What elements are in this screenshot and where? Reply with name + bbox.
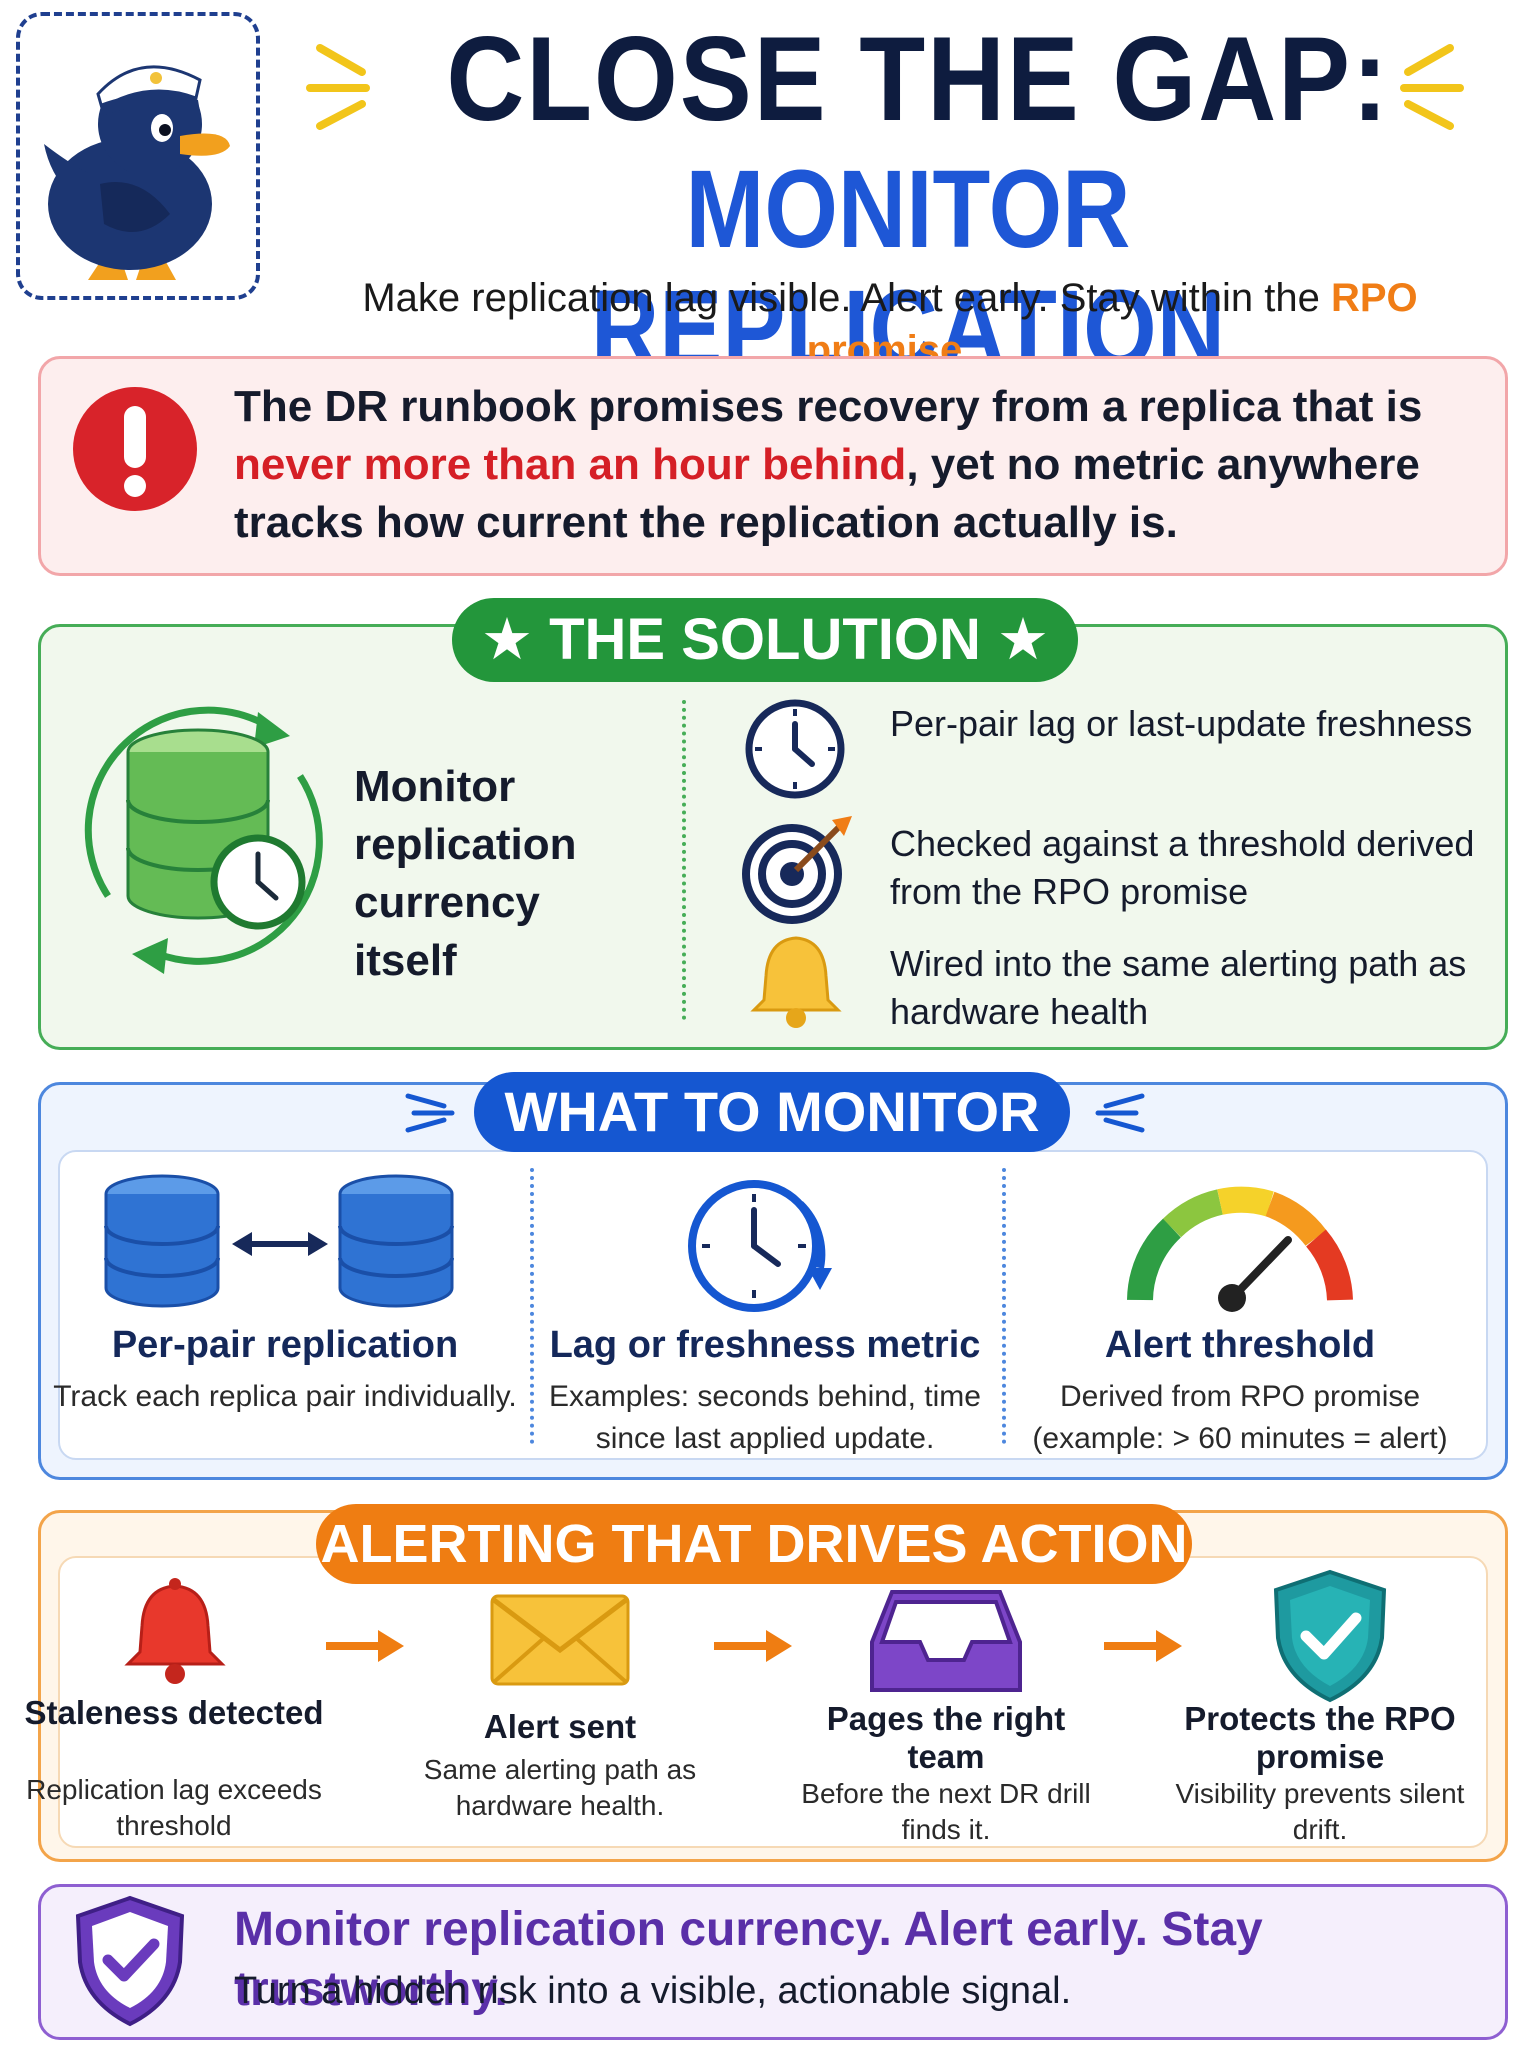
footer-subtitle: Turn a hidden risk into a visible, actio… [234,1970,1072,2012]
alert-step-3-desc: Before the next DR drill finds it. [801,1778,1091,1845]
shield-check-icon [1273,1569,1387,1703]
monitor-divider-2 [1002,1168,1006,1444]
solution-item-3: Wired into the same alerting path as har… [890,943,1467,1032]
problem-text-pre: The DR runbook promises recovery from a … [234,382,1423,431]
bell-icon [124,1578,226,1684]
solution-divider [682,700,686,1020]
target-icon [742,816,852,924]
alert-step-3-title: Pages the right team [826,1700,1066,1775]
alerting-inner-panel [58,1556,1488,1848]
alerting-badge: ALERTING THAT DRIVES ACTION [316,1504,1192,1584]
bell-icon [750,936,842,1028]
alert-step-2-title: Alert sent [483,1708,637,1745]
problem-text-post: , yet no metric anywhere tracks how curr… [234,440,1420,547]
database-pair-icon [104,1174,454,1308]
arrow-right-icon [1104,1630,1182,1662]
footer-title: Monitor replication currency. Alert earl… [234,1903,1263,2016]
clock-icon [745,699,845,799]
sparkle-right-icon [1400,44,1464,130]
sparkle-left-icon [306,44,370,130]
solution-headline: Monitor replication currency itself [354,762,577,985]
inbox-icon [870,1590,1022,1692]
exclamation-icon [73,387,197,511]
alert-step-2-desc: Same alerting path as hardware health. [423,1754,697,1821]
alert-step-1-title: Staleness detected [24,1694,324,1731]
gauge-icon [1127,1186,1353,1312]
duck-mascot-icon [44,65,230,280]
monitor-badge: WHAT TO MONITOR [474,1072,1070,1152]
sparkle-left-icon [405,1093,455,1133]
solution-item-1: Per-pair lag or last-update freshness [890,703,1473,744]
envelope-icon [490,1594,630,1686]
monitor-item-1-title: Per-pair replication [111,1324,459,1366]
sparkle-right-icon [1095,1093,1145,1133]
problem-statement: The DR runbook promises recovery from a … [234,378,1474,552]
monitor-item-1-desc: Track each replica pair individually. [53,1380,517,1413]
monitor-item-3-desc: Derived from RPO promise (example: > 60 … [1032,1380,1448,1455]
problem-text-emphasis: never more than an hour behind [234,440,907,489]
mascot-frame [16,12,260,300]
shield-check-icon [75,1895,185,2027]
alert-step-4-desc: Visibility prevents silent drift. [1175,1778,1465,1845]
monitor-divider-1 [530,1168,534,1444]
database-clock-icon [84,706,323,974]
arrow-right-icon [326,1630,404,1662]
solution-badge: ★ THE SOLUTION ★ [452,598,1078,682]
monitor-item-2-title: Lag or freshness metric [549,1324,981,1366]
page-title: CLOSE THE GAP: [446,12,1390,146]
arrow-right-icon [714,1630,792,1662]
solution-item-2: Checked against a threshold derived from… [890,823,1475,912]
tagline-text: Make replication lag visible. Alert earl… [362,276,1331,320]
alert-step-1-desc: Replication lag exceeds threshold [26,1774,322,1841]
monitor-item-2-desc: Examples: seconds behind, time since las… [549,1380,981,1455]
problem-card [38,356,1508,576]
alert-step-4-title: Protects the RPO promise [1184,1700,1456,1775]
clock-refresh-icon [688,1180,832,1312]
footer-card [38,1884,1508,2040]
monitor-item-3-title: Alert threshold [1104,1324,1376,1366]
